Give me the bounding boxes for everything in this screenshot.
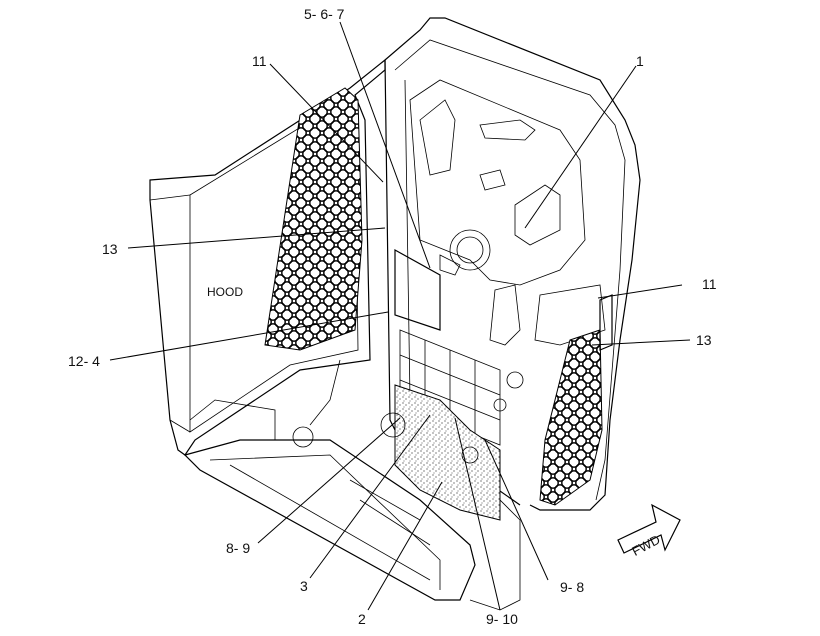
- label-2: 2: [358, 611, 366, 627]
- label-9-10: 9- 10: [486, 611, 518, 627]
- label-hood: HOOD: [207, 285, 243, 299]
- label-12-4: 12- 4: [68, 353, 100, 369]
- label-8-9: 8- 9: [226, 540, 250, 556]
- label-1: 1: [636, 53, 644, 69]
- lower-grid-panel: [394, 248, 501, 446]
- label-11-top: 11: [252, 53, 267, 69]
- fwd-arrow: [617, 503, 681, 554]
- label-5-6-7: 5- 6- 7: [304, 6, 345, 22]
- label-11-right: 11: [702, 276, 717, 292]
- hood-mesh-screen: [264, 87, 363, 351]
- right-mesh-screen: [539, 294, 613, 506]
- label-13-right: 13: [696, 332, 712, 348]
- insulation-pad: [380, 384, 501, 521]
- label-9-8: 9- 8: [560, 579, 584, 595]
- label-13-left: 13: [102, 241, 118, 257]
- back-panel: [409, 79, 606, 412]
- label-3: 3: [300, 578, 308, 594]
- label-fwd: FWD: [629, 532, 662, 559]
- leader-lines: [109, 21, 691, 611]
